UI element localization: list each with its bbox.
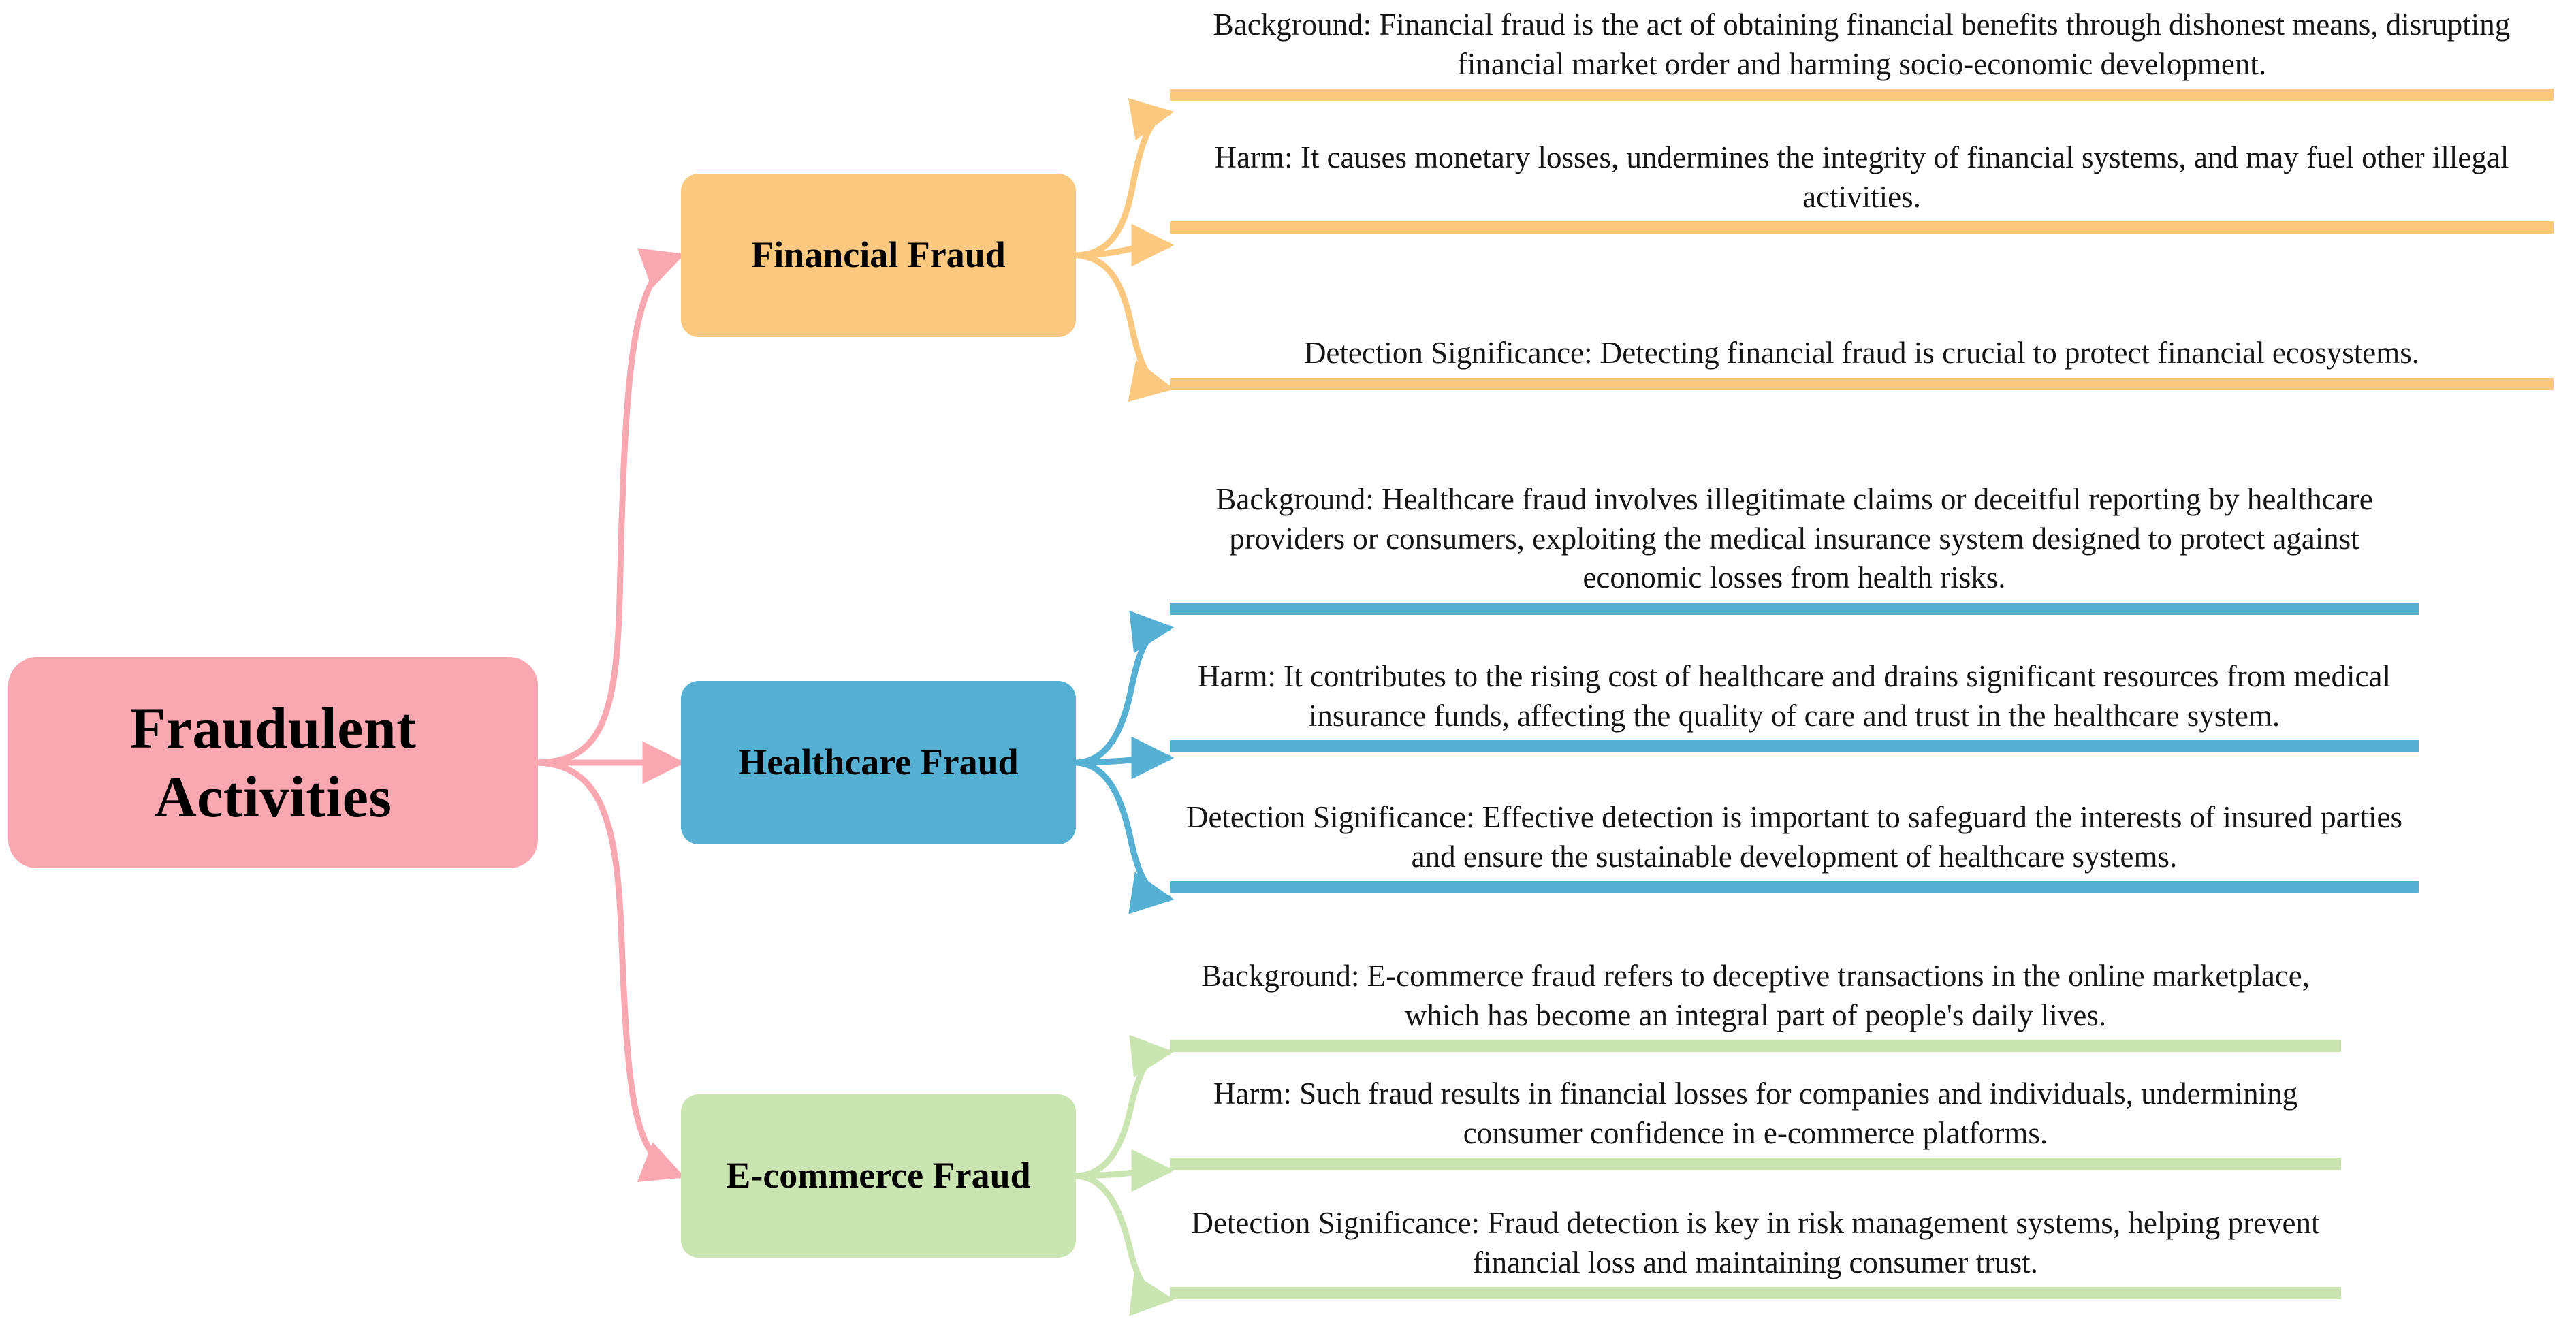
leaf-ecommerce-background[interactable]: Background: E-commerce fraud refers to d… xyxy=(1170,957,2341,1053)
branch-node-ecommerce-fraud[interactable]: E-commerce Fraud xyxy=(681,1094,1076,1258)
branch-node-label: E-commerce Fraud xyxy=(726,1155,1031,1196)
edge-root-to-ecommerce xyxy=(537,759,685,1182)
leaf-underline-bar xyxy=(1170,89,2554,101)
branch-node-financial-fraud[interactable]: Financial Fraud xyxy=(681,174,1076,337)
leaf-underline-bar xyxy=(1170,1158,2341,1171)
leaf-text: Harm: Such fraud results in financial lo… xyxy=(1213,1077,2298,1150)
branch-node-healthcare-fraud[interactable]: Healthcare Fraud xyxy=(681,681,1076,844)
leaf-financial-background[interactable]: Background: Financial fraud is the act o… xyxy=(1170,5,2554,101)
leaf-financial-detection-significance[interactable]: Detection Significance: Detecting financ… xyxy=(1170,334,2554,390)
leaf-underline-bar xyxy=(1170,1287,2341,1300)
leaf-financial-harm[interactable]: Harm: It causes monetary losses, undermi… xyxy=(1170,138,2554,234)
leaf-text: Detection Significance: Detecting financ… xyxy=(1303,336,2420,370)
edge-root-to-financial xyxy=(537,248,685,766)
leaf-ecommerce-detection-significance[interactable]: Detection Significance: Fraud detection … xyxy=(1170,1204,2341,1300)
leaf-text: Background: Financial fraud is the act o… xyxy=(1213,7,2511,81)
leaf-underline-bar xyxy=(1170,1040,2341,1053)
leaf-text: Background: Healthcare fraud involves il… xyxy=(1215,482,2373,595)
branch-node-label: Healthcare Fraud xyxy=(738,742,1019,783)
leaf-ecommerce-harm[interactable]: Harm: Such fraud results in financial lo… xyxy=(1170,1075,2341,1171)
edge-healthcare-to-leaf-1 xyxy=(1075,610,1175,766)
edge-financial-to-leaf-2 xyxy=(1075,223,1175,267)
leaf-healthcare-detection-significance[interactable]: Detection Significance: Effective detect… xyxy=(1170,798,2419,894)
leaf-text: Detection Significance: Fraud detection … xyxy=(1191,1206,2320,1279)
leaf-text: Background: E-commerce fraud refers to d… xyxy=(1200,959,2310,1032)
leaf-text: Detection Significance: Effective detect… xyxy=(1186,800,2403,874)
leaf-underline-bar xyxy=(1170,881,2419,894)
leaf-underline-bar xyxy=(1170,602,2419,615)
leaf-underline-bar xyxy=(1170,221,2554,234)
root-node-label: Fraudulent Activities xyxy=(129,695,417,829)
leaf-text: Harm: It causes monetary losses, undermi… xyxy=(1214,140,2509,214)
edge-ecommerce-to-leaf-2 xyxy=(1075,1149,1175,1192)
leaf-healthcare-harm[interactable]: Harm: It contributes to the rising cost … xyxy=(1170,657,2419,753)
branch-node-label: Financial Fraud xyxy=(751,234,1006,276)
leaf-healthcare-background[interactable]: Background: Healthcare fraud involves il… xyxy=(1170,480,2419,615)
edge-healthcare-to-leaf-3 xyxy=(1075,759,1175,914)
root-node-fraudulent-activities[interactable]: Fraudulent Activities xyxy=(8,657,538,868)
edge-financial-to-leaf-3 xyxy=(1075,252,1175,402)
leaf-underline-bar xyxy=(1170,377,2554,390)
leaf-text: Harm: It contributes to the rising cost … xyxy=(1198,659,2391,733)
leaf-underline-bar xyxy=(1170,740,2419,753)
edge-financial-to-leaf-1 xyxy=(1075,98,1175,259)
edge-ecommerce-to-leaf-1 xyxy=(1075,1034,1175,1179)
edge-ecommerce-to-leaf-3 xyxy=(1075,1173,1175,1316)
edge-healthcare-to-leaf-2 xyxy=(1075,736,1175,780)
